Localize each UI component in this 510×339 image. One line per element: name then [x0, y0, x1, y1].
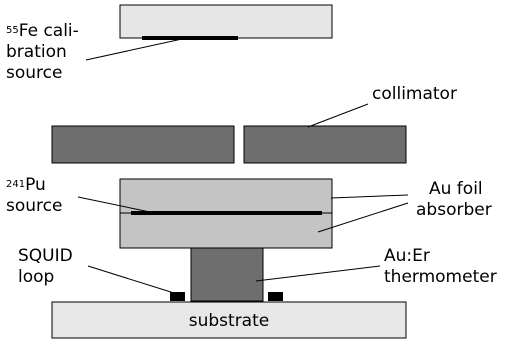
pu-source-line2: source: [6, 196, 63, 216]
collimator-right-block: [243, 125, 407, 164]
pu-source-line1: Pu: [25, 175, 46, 195]
collimator-leader: [307, 103, 369, 128]
au-foil-label: Au foil absorber: [416, 179, 492, 221]
absorber-upper: [119, 178, 333, 214]
fe-source-line2: bration: [6, 42, 67, 62]
pu-source-foil: [131, 211, 322, 215]
collimator-left-block: [51, 125, 235, 164]
thermometer-block: [190, 247, 264, 302]
fe-source-label: 55Fe cali- bration source: [6, 21, 79, 84]
squid-line1: SQUID: [18, 246, 73, 266]
au-foil-line2: absorber: [416, 200, 492, 220]
fe-source-leader: [85, 38, 183, 61]
fe-source-line1: Fe cali-: [18, 21, 79, 41]
substrate-block: [51, 301, 407, 339]
fe-source-strip: [142, 36, 238, 40]
absorber-lower: [119, 212, 333, 249]
squid-leader: [87, 265, 175, 294]
au-er-leader: [255, 265, 381, 282]
au-foil-leader-lower: [317, 202, 409, 233]
fe-isotope: 55: [6, 25, 19, 36]
calibration-source-plate: [119, 4, 333, 39]
au-er-line2: thermometer: [384, 267, 497, 287]
au-foil-leader-upper: [330, 194, 409, 199]
pu-isotope: 241: [6, 179, 26, 190]
squid-line2: loop: [18, 267, 55, 287]
pu-source-leader: [77, 196, 151, 213]
au-foil-line1: Au foil: [429, 179, 483, 199]
pu-source-label: 241Pu source: [6, 175, 62, 217]
squid-pad-left: [170, 292, 185, 301]
fe-source-line3: source: [6, 63, 63, 83]
au-er-label: Au:Er thermometer: [384, 246, 497, 288]
squid-label: SQUID loop: [18, 246, 73, 288]
au-er-line1: Au:Er: [384, 246, 430, 266]
collimator-label: collimator: [372, 84, 457, 104]
substrate-label: substrate: [188, 311, 270, 331]
squid-pad-right: [268, 292, 283, 301]
